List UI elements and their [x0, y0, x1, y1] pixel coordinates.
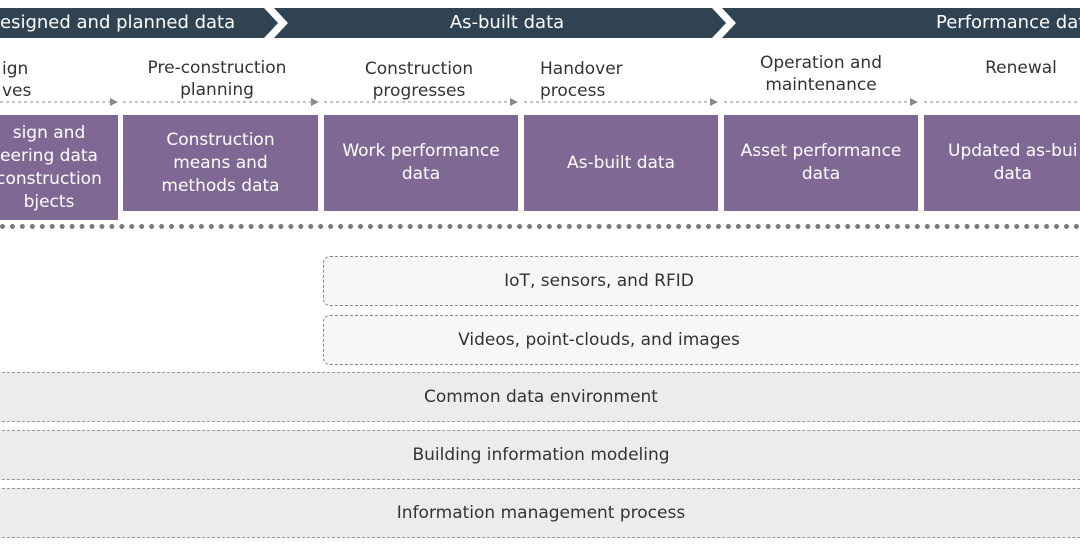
phase-label-renewal: Renewal — [985, 58, 1057, 78]
chevron-shape — [722, 8, 1080, 38]
phase-label-preconstruction: Pre-construction planning — [147, 58, 287, 100]
data-box-work-performance: Work performance data — [324, 115, 518, 211]
band-label-cde: Common data environment — [424, 387, 658, 407]
band-information-management-process: Information management process — [0, 488, 1080, 538]
band-building-information-modeling: Building information modeling — [0, 430, 1080, 480]
ribbon-label-designed: esigned and planned data — [0, 12, 236, 33]
dashed-arrow-icon — [724, 98, 918, 106]
dashed-arrow-icon — [123, 98, 319, 106]
phase-ribbon-designed: esigned and planned data — [0, 8, 278, 38]
ribbon-label-as-built: As-built data — [449, 12, 565, 33]
chevron-shape — [0, 8, 278, 38]
data-box-updated-as-built: Updated as-bui data — [924, 115, 1080, 211]
phase-label-operation: Operation and maintenance — [760, 53, 882, 95]
dotted-separator — [0, 224, 1080, 229]
ribbon-label-performance: Performance dat — [936, 12, 1080, 33]
phase-label-design: ign ves — [2, 59, 32, 101]
data-box-asset-performance: Asset performance data — [724, 115, 918, 211]
phase-label-construction: Construction progresses — [364, 59, 474, 101]
phase-ribbon-as-built: As-built data — [274, 8, 726, 38]
tech-row-videos: Videos, point-clouds, and images — [323, 315, 1080, 365]
band-label-bim: Building information modeling — [412, 445, 670, 465]
chevron-shape — [274, 8, 726, 38]
phase-ribbon-performance: Performance dat — [722, 8, 1080, 38]
band-common-data-environment: Common data environment — [0, 372, 1080, 422]
tech-label-videos: Videos, point-clouds, and images — [458, 330, 740, 350]
phase-label-handover: Handover process — [540, 59, 623, 101]
dashed-line — [924, 101, 1080, 103]
data-box-design-engineering: sign and eering data construction bjects — [0, 115, 118, 220]
data-box-as-built: As-built data — [524, 115, 718, 211]
tech-label-iot: IoT, sensors, and RFID — [504, 271, 694, 291]
dashed-arrow-icon — [324, 98, 518, 106]
data-box-means-methods: Construction means and methods data — [123, 115, 318, 211]
dashed-arrow-icon — [524, 98, 718, 106]
band-label-imp: Information management process — [396, 503, 686, 523]
dashed-arrow-icon — [0, 98, 118, 106]
tech-row-iot: IoT, sensors, and RFID — [323, 256, 1080, 306]
